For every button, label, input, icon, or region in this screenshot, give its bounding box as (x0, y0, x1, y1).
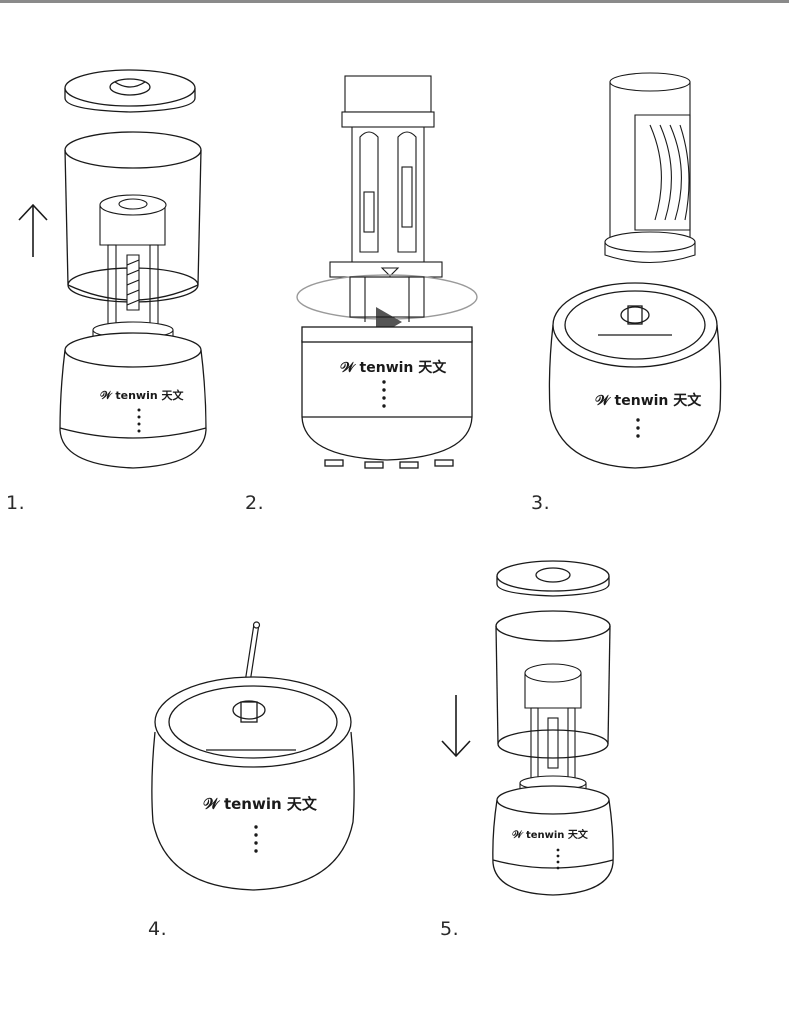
indicator-dots (382, 380, 386, 408)
rotate-arrow-icon (296, 274, 478, 320)
down-arrow-icon (441, 695, 471, 758)
base (492, 785, 614, 896)
lifted-cartridge (604, 72, 696, 264)
lid (496, 560, 610, 597)
step-3-label: 3. (531, 492, 551, 514)
lower-mechanism (349, 276, 425, 322)
open-base (151, 676, 355, 891)
brand-logo-text: 𝒲 tenwin 天文 (512, 828, 589, 841)
base (301, 326, 473, 469)
step-1-label: 1. (6, 492, 26, 514)
brand-logo-text: 𝒲 tenwin 天文 (595, 392, 702, 409)
step-5-illustration: 𝒲 tenwin 天文 (441, 560, 614, 896)
lid (64, 69, 196, 113)
step-2-illustration: 𝒲 tenwin 天文 (296, 75, 478, 469)
up-arrow-icon (18, 203, 48, 257)
indicator-dots (254, 825, 258, 853)
brand-logo-text: 𝒲 tenwin 天文 (203, 795, 318, 813)
indicator-dots (556, 848, 560, 870)
transparent-cup (495, 610, 611, 759)
step-2-label: 2. (245, 492, 265, 514)
step-3-illustration: 𝒲 tenwin 天文 (548, 72, 722, 469)
step-4-label: 4. (148, 918, 168, 940)
step-5-label: 5. (440, 918, 460, 940)
indicator-dots (636, 418, 640, 438)
motor-column (329, 75, 443, 278)
open-base (548, 282, 722, 469)
base (59, 332, 207, 469)
inner-mechanism (92, 194, 174, 351)
indicator-dots (137, 408, 141, 433)
step-4-illustration: 𝒲 tenwin 天文 (151, 621, 355, 891)
step-1-illustration: 𝒲 tenwin 天文 (18, 69, 207, 469)
brand-logo-text: 𝒲 tenwin 天文 (100, 388, 185, 402)
brand-logo-text: 𝒲 tenwin 天文 (340, 359, 447, 376)
top-border (0, 0, 789, 3)
